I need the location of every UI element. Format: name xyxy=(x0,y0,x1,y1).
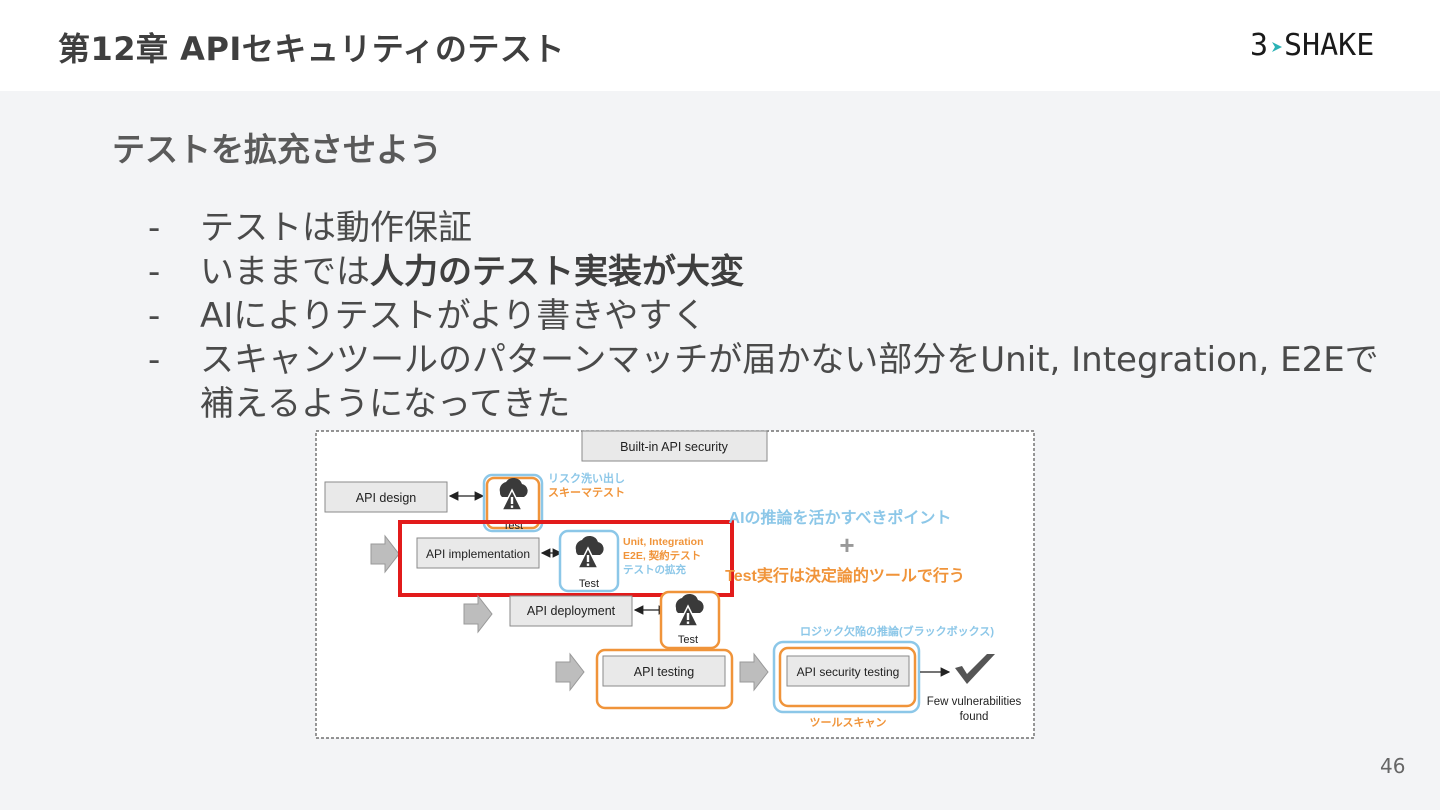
logo-text-right: SHAKE xyxy=(1284,28,1375,63)
bullet-text-plain: いままでは xyxy=(200,252,370,292)
flow-arrow-icon xyxy=(370,534,400,574)
company-logo: 3 SHAKE xyxy=(1250,28,1390,64)
builtin-box xyxy=(581,430,768,462)
api-security-testing-box xyxy=(786,655,910,687)
api-testing-outline xyxy=(595,648,734,710)
test-label: Test xyxy=(579,578,599,590)
logic-flaw-label: ロジック欠陥の推論(ブラックボックス) xyxy=(800,624,994,638)
api-security-testing-outline-blue xyxy=(772,640,921,714)
test-box-design-outline xyxy=(482,473,544,533)
api-deployment-box xyxy=(509,595,633,627)
api-deployment-label: API deployment xyxy=(527,604,616,618)
bullet-text: いままでは人力のテスト実装が大変 xyxy=(200,250,1388,294)
note-unit-line2: E2E, 契約テスト xyxy=(623,549,701,562)
note-risk-line2: スキーマテスト xyxy=(548,486,625,499)
api-testing-label: API testing xyxy=(634,665,694,679)
flow-arrow-icon xyxy=(463,594,493,634)
note-risk-line1: リスク洗い出し xyxy=(548,471,625,485)
bullet-list: - テストは動作保証 - いままでは人力のテスト実装が大変 - AIによりテスト… xyxy=(148,206,1388,426)
api-security-testing-label: API security testing xyxy=(797,665,900,679)
logo-text-left: 3 xyxy=(1250,28,1269,63)
checkmark-icon xyxy=(955,654,995,684)
list-item: - いままでは人力のテスト実装が大変 xyxy=(148,250,1388,294)
chapter-title: 第12章 APIセキュリティのテスト xyxy=(58,30,565,68)
logo-chevron-icon xyxy=(1272,42,1282,52)
builtin-label: Built-in API security xyxy=(620,440,728,454)
note-unit-line3: テストの拡充 xyxy=(623,563,686,576)
plus-sign: + xyxy=(839,530,854,560)
bullet-marker: - xyxy=(148,296,161,336)
api-design-box xyxy=(324,481,448,513)
bullet-marker: - xyxy=(148,208,161,248)
deterministic-label: Test実行は決定論的ツールで行う xyxy=(725,566,965,585)
api-implementation-box xyxy=(416,537,540,569)
bullet-text: テストは動作保証 xyxy=(200,208,472,248)
note-unit-line1: Unit, Integration xyxy=(623,536,704,548)
bullet-marker: - xyxy=(148,252,161,292)
api-security-testing-outline-orange xyxy=(778,646,917,708)
api-security-diagram: Built-in API security API design Test リス… xyxy=(315,430,1035,739)
list-item: - AIによりテストがより書きやすく xyxy=(148,294,1388,338)
api-implementation-label: API implementation xyxy=(426,547,530,561)
list-item: - スキャンツールのパターンマッチが届かない部分をUnit, Integrati… xyxy=(148,338,1388,426)
flow-arrow-icon xyxy=(555,652,585,692)
api-testing-box xyxy=(602,655,726,687)
bullet-text: AIによりテストがより書きやすく xyxy=(200,296,707,336)
bullet-text-bold: 人力のテスト実装が大変 xyxy=(370,252,744,292)
section-title: テストを拡充させよう xyxy=(112,130,442,169)
result-line2: found xyxy=(960,711,989,723)
diagram-canvas: Built-in API security API design Test リス… xyxy=(315,430,1035,739)
bullet-text: スキャンツールのパターンマッチが届かない部分をUnit, Integration… xyxy=(200,340,1379,424)
page-number: 46 xyxy=(1380,754,1406,778)
test-label: Test xyxy=(678,634,698,646)
tool-scan-label: ツールスキャン xyxy=(810,716,887,729)
list-item: - テストは動作保証 xyxy=(148,206,1388,250)
ai-point-label: AIの推論を活かすべきポイント xyxy=(729,508,952,527)
highlight-frame xyxy=(398,520,734,597)
api-design-label: API design xyxy=(356,491,417,505)
result-line1: Few vulnerabilities xyxy=(927,696,1022,708)
header-bar: 第12章 APIセキュリティのテスト 3 SHAKE xyxy=(0,0,1440,91)
bullet-marker: - xyxy=(148,340,161,380)
flow-arrow-icon xyxy=(739,652,769,692)
